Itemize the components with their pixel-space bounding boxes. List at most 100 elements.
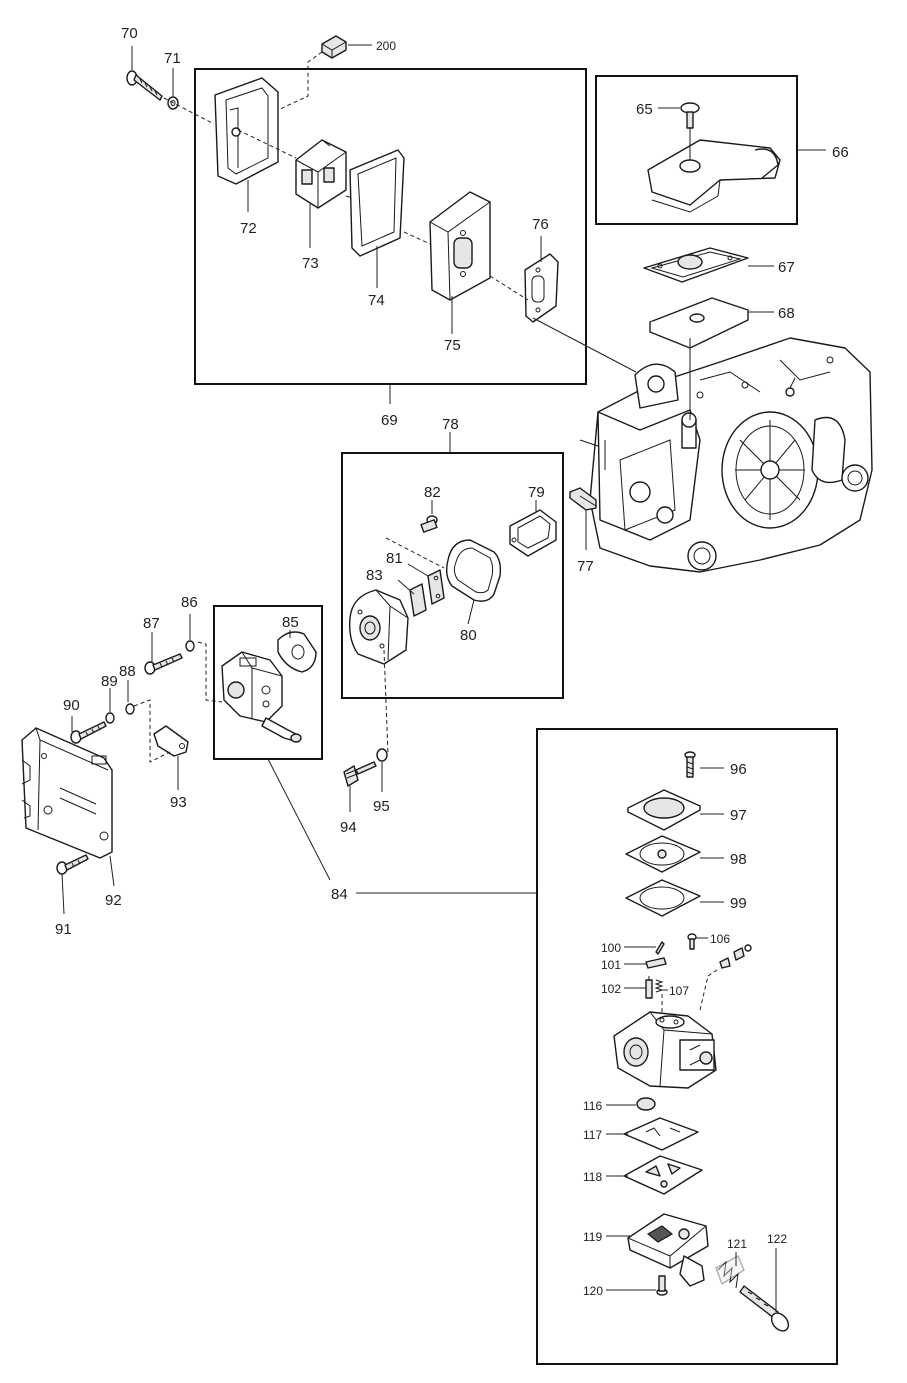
part-121-spring [715,1255,745,1289]
part-74-gasket [349,149,405,257]
label-71: 71 [164,50,181,67]
part-117-gasket [623,1117,699,1151]
engine-housing [579,337,873,573]
label-69: 69 [381,412,398,429]
label-81: 81 [386,550,403,567]
label-97: 97 [730,807,747,824]
label-118: 118 [583,1170,602,1184]
part-94-bolt [343,761,377,787]
part-200-plug [321,35,347,59]
part-106-screw [687,933,697,950]
group-box-84 [536,728,838,1365]
label-79: 79 [528,484,545,501]
part-81-plate [427,569,445,605]
part-116-cap [636,1097,656,1111]
label-89: 89 [101,673,118,690]
label-72: 72 [240,220,257,237]
label-106: 106 [710,932,730,946]
part-101-lever [645,957,667,969]
label-78: 78 [442,416,459,433]
label-100: 100 [601,941,621,955]
label-76: 76 [532,216,549,233]
part-83-plate [409,583,427,617]
part-66-bracket [647,139,781,213]
part-93-plate [153,725,189,757]
label-68: 68 [778,305,795,322]
part-100-pin [655,941,665,955]
label-200: 200 [376,39,396,53]
group-box-78 [341,452,564,699]
label-84: 84 [331,886,348,903]
part-65-screw [680,102,700,160]
part-92-cover-plate [21,727,113,859]
part-86-washer [185,640,195,652]
label-107: 107 [669,984,689,998]
carburetor-small-parts [719,944,752,969]
label-117: 117 [583,1128,602,1142]
part-76-gasket [524,253,559,323]
part-99-gasket [625,879,701,917]
label-86: 86 [181,594,198,611]
label-90: 90 [63,697,80,714]
part-120-screw [656,1275,668,1296]
label-93: 93 [170,794,187,811]
label-94: 94 [340,819,357,836]
label-85: 85 [282,614,299,631]
part-107-spring [654,979,664,993]
part-73-filter-element [295,139,347,209]
label-65: 65 [636,101,653,118]
label-99: 99 [730,895,747,912]
part-91-screw [56,854,89,875]
label-88: 88 [119,663,136,680]
label-101: 101 [601,958,621,972]
label-74: 74 [368,292,385,309]
label-122: 122 [767,1232,787,1246]
part-95-washer [376,748,388,762]
part-labels: 200 70 71 72 73 74 75 76 69 65 66 67 68 … [55,25,849,1298]
part-intake-adapter [348,589,409,665]
part-82-bolt [420,515,438,533]
part-70-screw [126,70,163,101]
part-96-screw [684,751,696,778]
part-89-washer [105,712,115,724]
label-73: 73 [302,255,319,272]
part-75-filter-base [429,191,491,301]
part-97-cover [627,789,701,831]
label-77: 77 [577,558,594,575]
label-119: 119 [583,1230,602,1244]
part-102-needle [645,976,653,999]
label-67: 67 [778,259,795,276]
label-80: 80 [460,627,477,644]
part-67-plate [643,247,749,283]
label-92: 92 [105,892,122,909]
part-79-gasket [509,509,557,557]
label-75: 75 [444,337,461,354]
label-116: 116 [583,1099,602,1113]
label-87: 87 [143,615,160,632]
label-96: 96 [730,761,747,778]
part-77-clip [569,487,597,511]
part-118-plate [623,1155,703,1195]
part-80-gasket [445,539,502,602]
label-120: 120 [583,1284,603,1298]
label-83: 83 [366,567,383,584]
part-72-filter-cover [214,77,279,185]
label-91: 91 [55,921,72,938]
label-102: 102 [601,982,621,996]
part-98-diaphragm [625,835,701,873]
label-95: 95 [373,798,390,815]
carburetor-body-small [221,651,302,743]
label-121: 121 [727,1237,747,1251]
label-82: 82 [424,484,441,501]
part-122-adjust-screw [739,1285,790,1332]
label-70: 70 [121,25,138,42]
part-87-screw [144,653,183,675]
leader-lines [61,44,826,1312]
part-119-pump-body [627,1213,709,1287]
label-66: 66 [832,144,849,161]
part-90-screw [70,721,107,744]
part-85-gasket [277,631,317,673]
carburetor-body-main [613,1011,717,1089]
label-98: 98 [730,851,747,868]
